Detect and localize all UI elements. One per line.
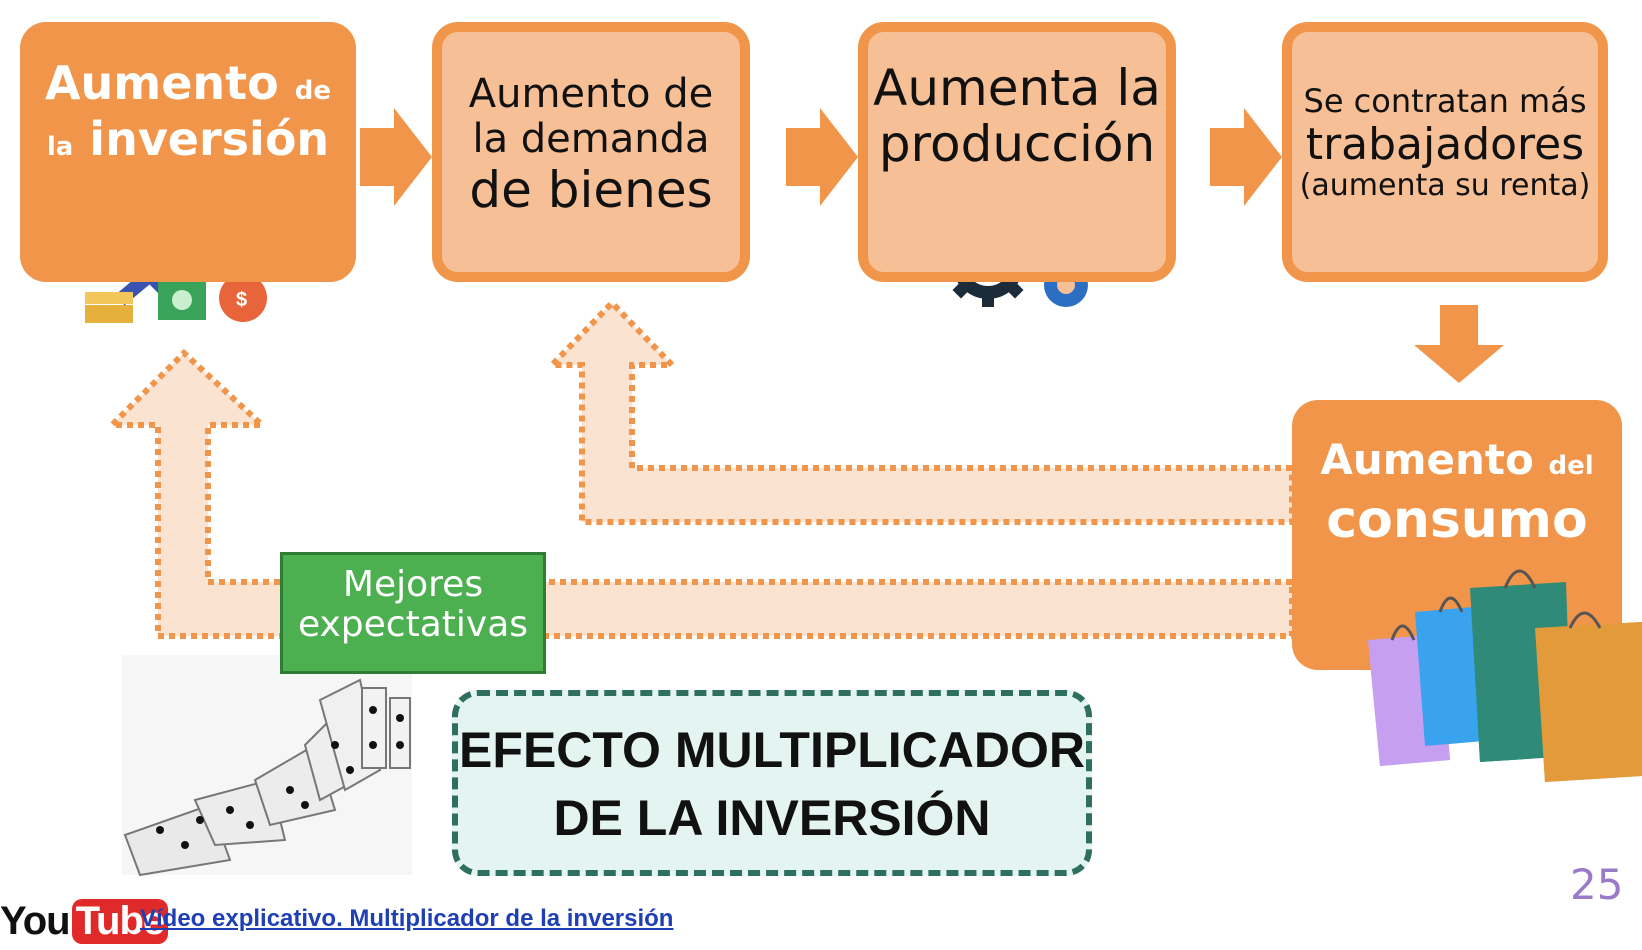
- arrow-right-3: [1210, 108, 1282, 206]
- dominoes-icon: [122, 655, 412, 877]
- page-number: 25: [1570, 860, 1624, 909]
- consumo-word-del: del: [1548, 451, 1594, 481]
- inversion-word-de: de: [294, 76, 332, 106]
- produccion-line-1: Aumenta la: [873, 59, 1161, 117]
- demanda-line-2: la demanda: [472, 115, 710, 162]
- expectativas-line-1: Mejores: [342, 564, 484, 605]
- trabajadores-line-3: (aumenta su renta): [1299, 168, 1591, 204]
- youtube-logo-tube: Tube: [71, 898, 169, 944]
- youtube-logo-you: You: [0, 898, 71, 943]
- arrow-down: [1414, 305, 1504, 383]
- expectativas-box: Mejores expectativas: [280, 552, 546, 674]
- demanda-line-3: de bienes: [469, 160, 713, 219]
- inversion-word-inversion: inversión: [89, 111, 330, 166]
- feedback-loop-demanda: [544, 298, 1295, 525]
- title-line-1: EFECTO MULTIPLICADOR: [459, 722, 1085, 778]
- trabajadores-line-1: Se contratan más: [1303, 82, 1587, 120]
- consumo-word-consumo: consumo: [1326, 490, 1588, 551]
- arrow-right-1: [360, 108, 432, 206]
- box-aumenta-produccion: Aumenta la producción: [858, 22, 1176, 282]
- expectativas-line-2: expectativas: [297, 604, 529, 646]
- inversion-word-la: la: [46, 131, 74, 162]
- box-aumento-inversion: Aumento de la inversión: [20, 22, 356, 282]
- inversion-word-aumento: Aumento: [44, 56, 279, 110]
- video-link[interactable]: Vídeo explicativo. Multiplicador de la i…: [140, 905, 674, 932]
- box-contratan-trabajadores: Se contratan más trabajadores (aumenta s…: [1282, 22, 1608, 282]
- trabajadores-line-2: trabajadores: [1305, 118, 1585, 170]
- arrow-right-2: [786, 108, 858, 206]
- svg-text:$: $: [236, 289, 247, 311]
- box-aumento-demanda: Aumento de la demanda de bienes: [432, 22, 750, 282]
- feedback-loop-inversion: [104, 348, 1295, 639]
- youtube-logo[interactable]: You Tube: [0, 896, 169, 946]
- demanda-line-1: Aumento de: [468, 71, 714, 117]
- box-aumento-consumo: Aumento del consumo: [1292, 400, 1622, 670]
- title-box: EFECTO MULTIPLICADOR DE LA INVERSIÓN: [452, 690, 1092, 876]
- consumo-word-aumento: Aumento: [1320, 435, 1534, 484]
- title-line-2: DE LA INVERSIÓN: [553, 790, 991, 846]
- produccion-line-2: producción: [878, 115, 1156, 173]
